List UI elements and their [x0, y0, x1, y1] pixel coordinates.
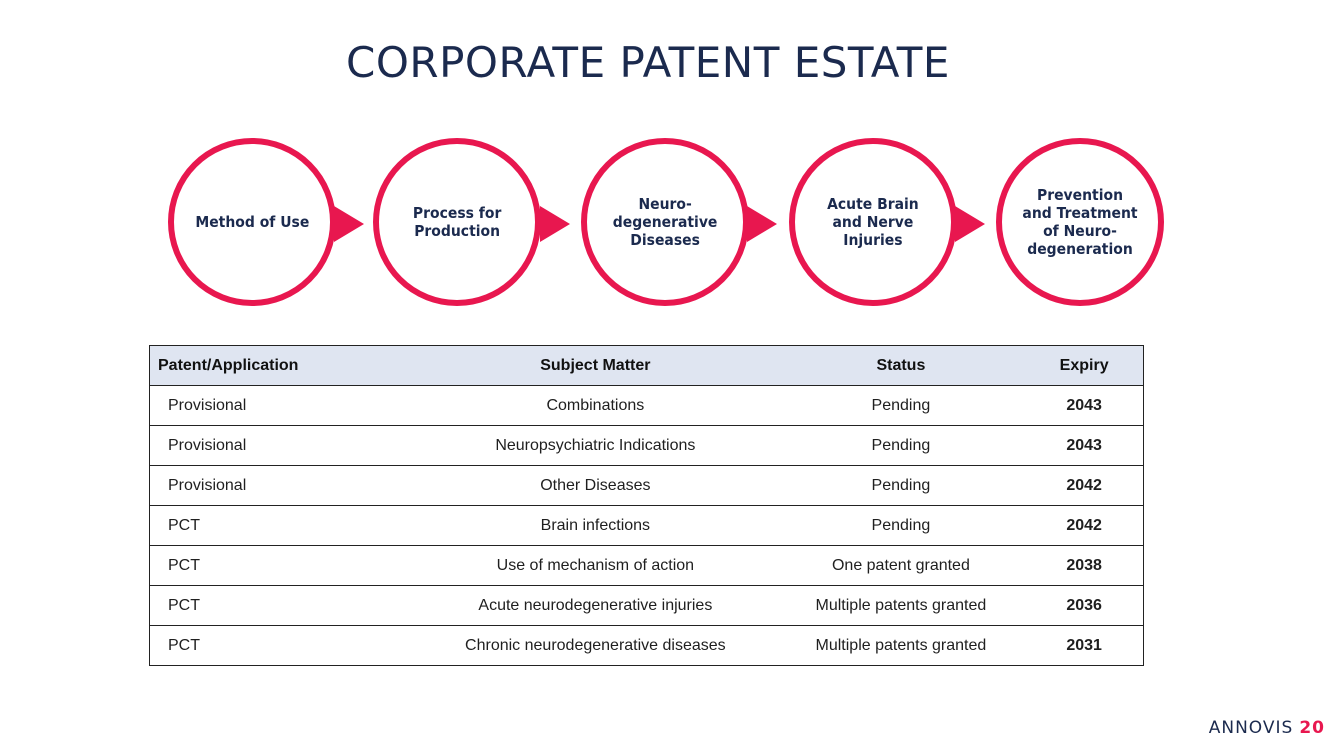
cell-subject: Brain infections [414, 505, 777, 546]
cell-status: Multiple patents granted [776, 585, 1026, 626]
arrow-right-icon [334, 206, 364, 242]
cell-expiry: 2038 [1025, 545, 1145, 586]
flow-step-label: Acute Brain and Nerve Injuries [827, 195, 919, 249]
flow-step-prevention-treatment: Prevention and Treatment of Neuro- degen… [996, 138, 1164, 306]
cell-subject: Combinations [414, 385, 777, 426]
brand-logo: ANNOVIS [1208, 718, 1294, 738]
cell-expiry: 2036 [1025, 585, 1145, 626]
cell-status: Pending [776, 465, 1026, 506]
cell-patent: PCT [149, 625, 415, 666]
table-row: Provisional Combinations Pending 2043 [149, 385, 1145, 426]
column-header-subject: Subject Matter [414, 345, 777, 386]
arrow-right-icon [747, 206, 777, 242]
table-row: PCT Acute neurodegenerative injuries Mul… [149, 585, 1145, 626]
table-header-row: Patent/Application Subject Matter Status… [149, 345, 1145, 386]
process-flow: Method of Use Process for Production Neu… [0, 0, 1333, 320]
column-header-status: Status [776, 345, 1026, 386]
cell-subject: Other Diseases [414, 465, 777, 506]
cell-expiry: 2031 [1025, 625, 1145, 666]
flow-step-label: Neuro- degenerative Diseases [612, 195, 718, 249]
cell-status: Pending [776, 425, 1026, 466]
cell-subject: Chronic neurodegenerative diseases [414, 625, 777, 666]
page-title: CORPORATE PATENT ESTATE [346, 38, 950, 87]
flow-step-label: Method of Use [195, 213, 309, 231]
arrow-right-icon [955, 206, 985, 242]
table-row: Provisional Neuropsychiatric Indications… [149, 425, 1145, 466]
cell-expiry: 2042 [1025, 505, 1145, 546]
cell-subject: Use of mechanism of action [414, 545, 777, 586]
cell-status: Multiple patents granted [776, 625, 1026, 666]
cell-expiry: 2042 [1025, 465, 1145, 506]
cell-status: One patent granted [776, 545, 1026, 586]
cell-expiry: 2043 [1025, 425, 1145, 466]
table-row: Provisional Other Diseases Pending 2042 [149, 465, 1145, 506]
cell-patent: PCT [149, 505, 415, 546]
cell-subject: Acute neurodegenerative injuries [414, 585, 777, 626]
patent-table: Patent/Application Subject Matter Status… [149, 345, 1145, 666]
column-header-expiry: Expiry [1025, 345, 1145, 386]
flow-step-label: Prevention and Treatment of Neuro- degen… [1022, 186, 1138, 258]
cell-status: Pending [776, 505, 1026, 546]
arrow-right-icon [540, 206, 570, 242]
flow-step-neurodegenerative-diseases: Neuro- degenerative Diseases [581, 138, 749, 306]
cell-patent: Provisional [149, 465, 415, 506]
cell-patent: PCT [149, 545, 415, 586]
cell-patent: Provisional [149, 425, 415, 466]
flow-step-label: Process for Production [412, 204, 502, 240]
cell-patent: PCT [149, 585, 415, 626]
column-header-patent: Patent/Application [149, 345, 415, 386]
table-row: PCT Use of mechanism of action One paten… [149, 545, 1145, 586]
cell-expiry: 2043 [1025, 385, 1145, 426]
table-row: PCT Chronic neurodegenerative diseases M… [149, 625, 1145, 666]
cell-patent: Provisional [149, 385, 415, 426]
flow-step-method-of-use: Method of Use [168, 138, 336, 306]
cell-status: Pending [776, 385, 1026, 426]
table-row: PCT Brain infections Pending 2042 [149, 505, 1145, 546]
cell-subject: Neuropsychiatric Indications [414, 425, 777, 466]
flow-step-process-for-production: Process for Production [373, 138, 541, 306]
page-number: 20 [1299, 718, 1325, 738]
flow-step-acute-brain-injuries: Acute Brain and Nerve Injuries [789, 138, 957, 306]
